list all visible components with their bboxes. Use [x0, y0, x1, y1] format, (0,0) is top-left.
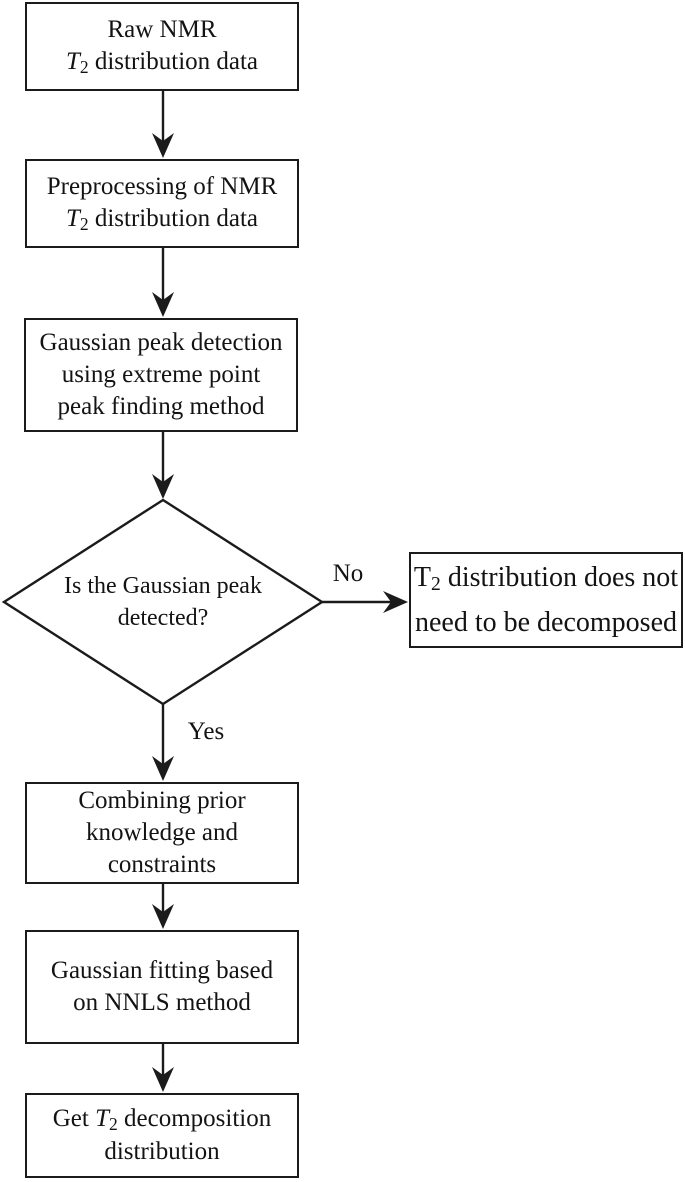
arrow-head — [152, 474, 174, 499]
edge-label-no: No — [322, 559, 374, 589]
arrow-decision-no-branch — [322, 591, 408, 613]
arrow-head — [152, 133, 174, 158]
edge-label-yes: Yes — [183, 717, 229, 747]
arrow-head — [152, 292, 174, 317]
arrow-head — [152, 756, 174, 781]
arrow-fitting-to-result — [152, 1044, 174, 1092]
arrow-prior-to-fitting — [152, 884, 174, 929]
arrow-head — [383, 591, 408, 613]
arrow-head — [152, 904, 174, 929]
arrow-detection-to-decision — [152, 432, 174, 499]
arrow-head — [152, 1067, 174, 1092]
arrow-decision-yes-branch — [152, 704, 174, 781]
arrow-preprocessing-to-detection — [152, 248, 174, 317]
arrow-raw-to-preprocessing — [152, 91, 174, 158]
